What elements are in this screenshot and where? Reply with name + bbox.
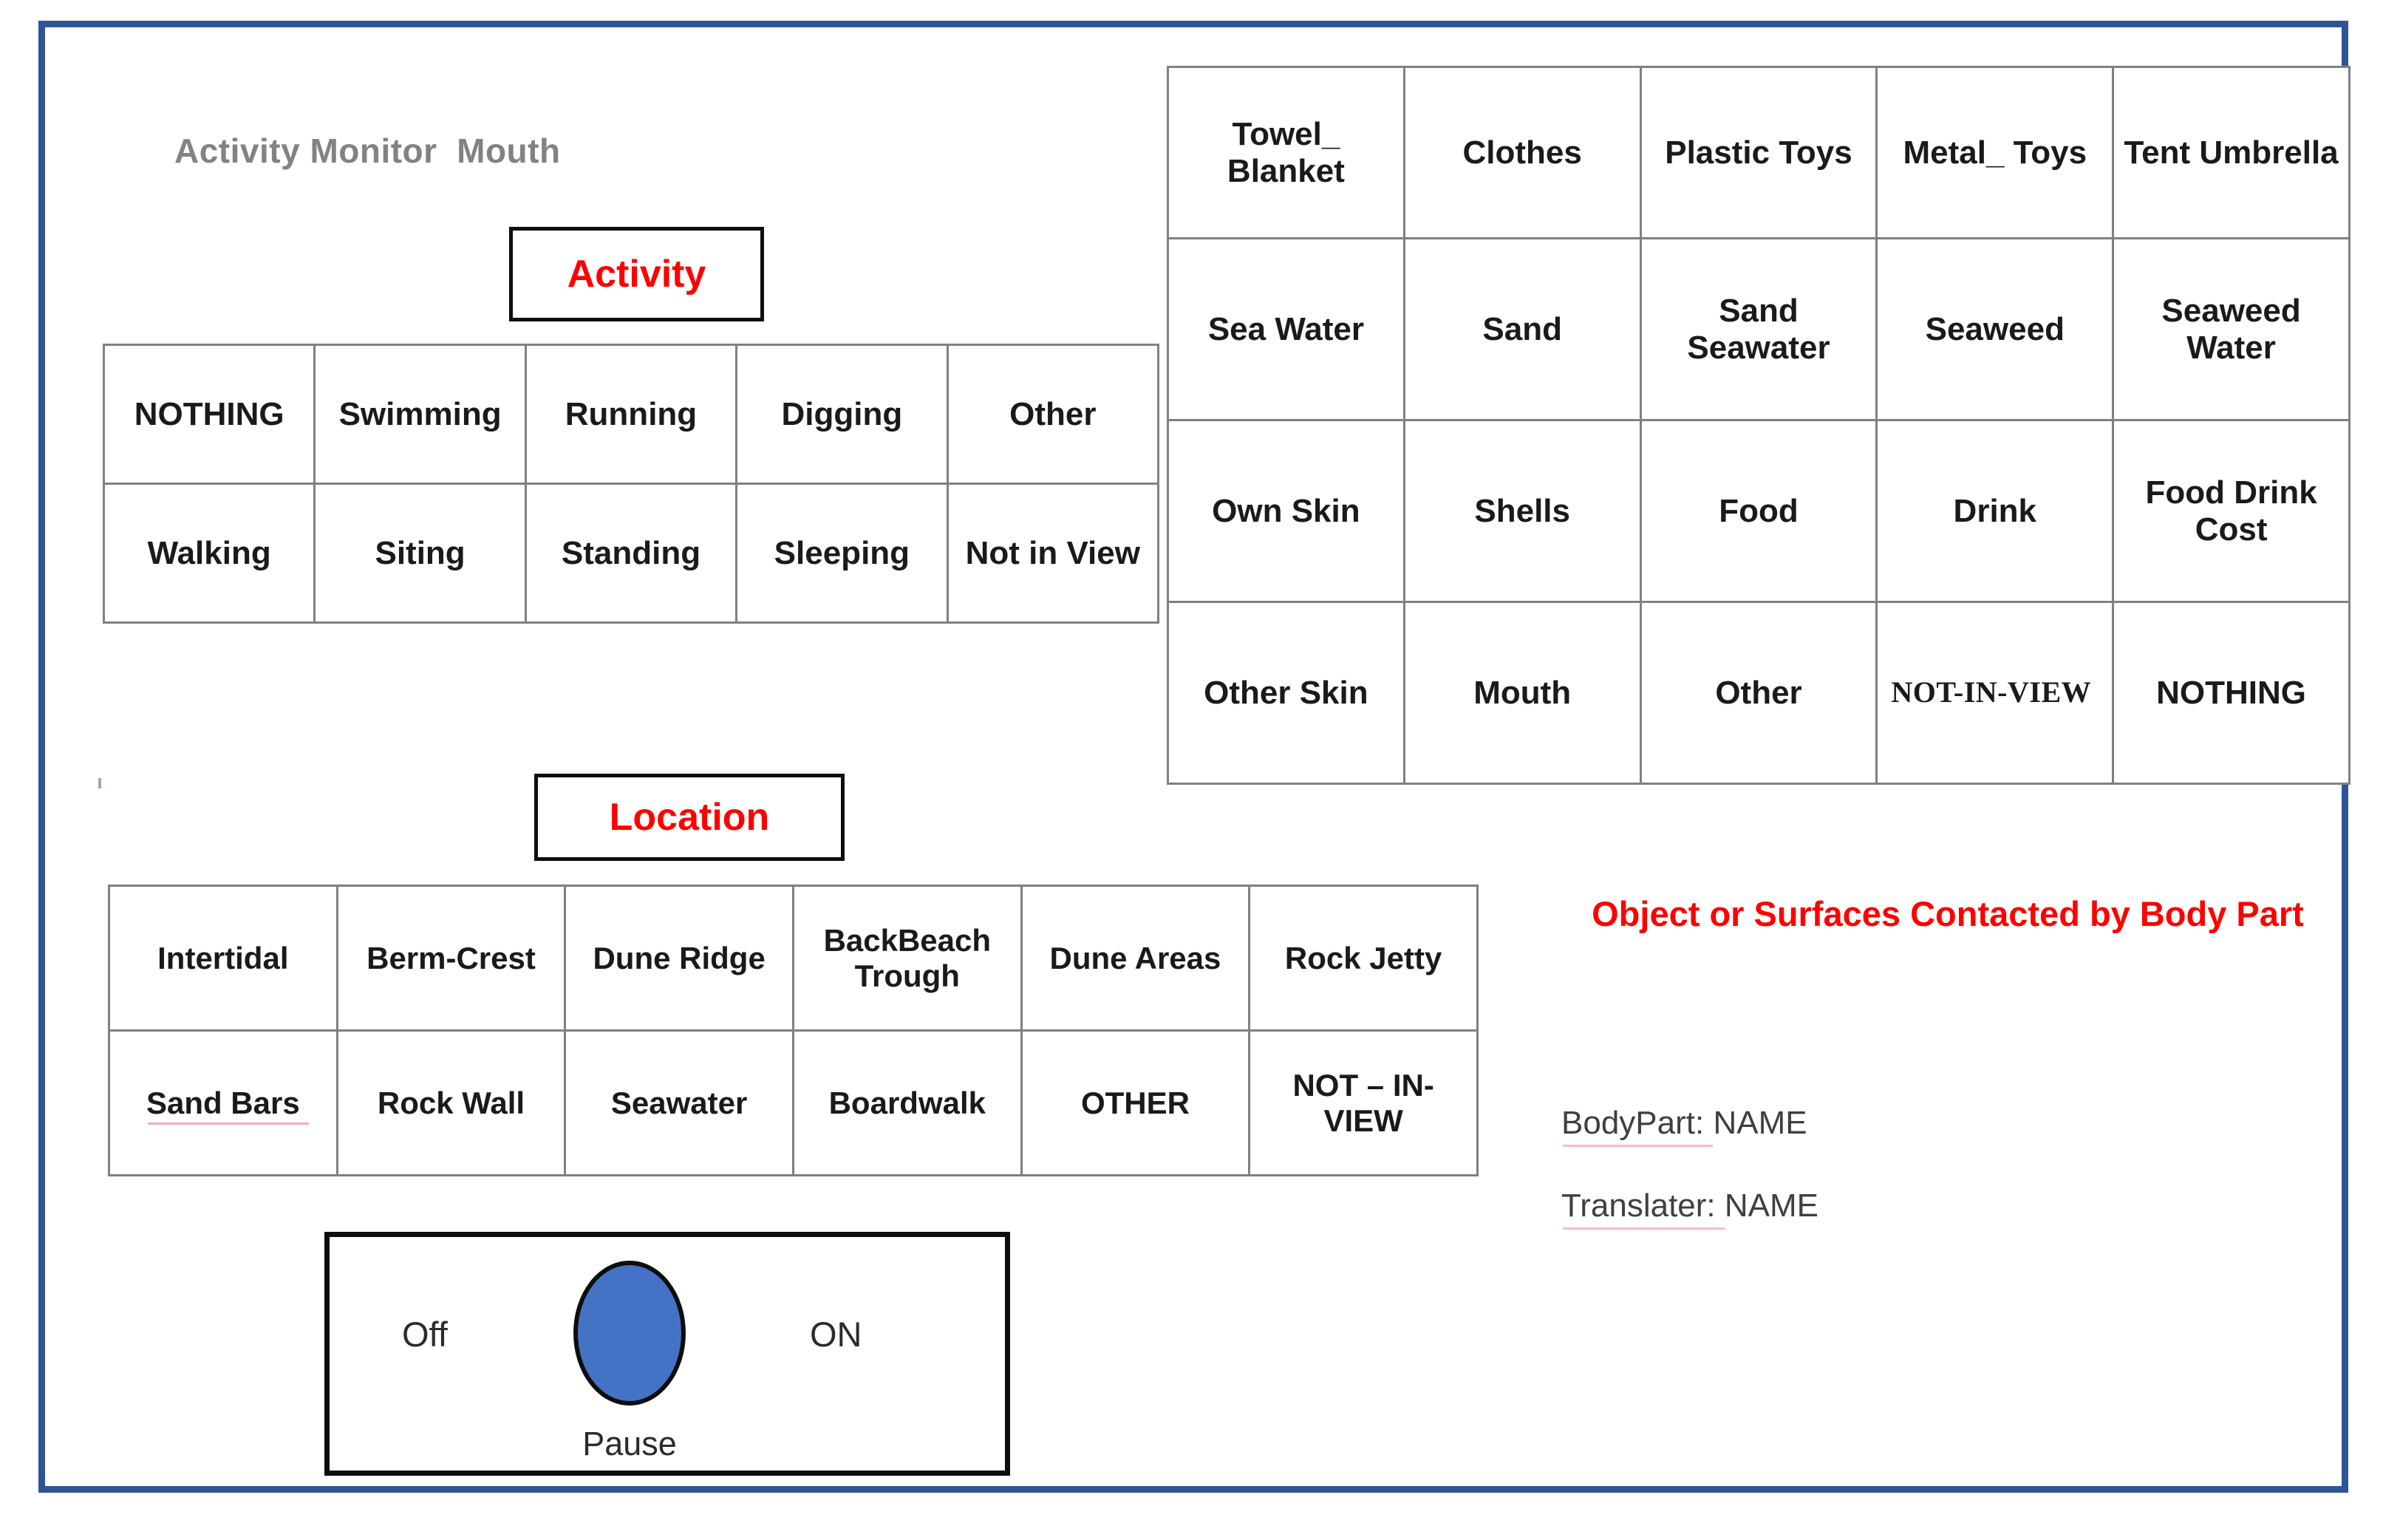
activity-cell-standing[interactable]: Standing <box>524 483 738 624</box>
object-cell-metal-toys[interactable]: Metal_ Toys <box>1875 66 2115 239</box>
activity-options-grid: NOTHING Swimming Running Digging Other W… <box>102 344 1160 624</box>
object-grid-caption: Object or Surfaces Contacted by Body Par… <box>1592 894 2304 933</box>
location-cell-sand-bars-label: Sand Bars <box>146 1085 309 1125</box>
activity-cell-running[interactable]: Running <box>524 344 738 485</box>
activity-cell-siting[interactable]: Siting <box>313 483 527 624</box>
location-cell-boardwalk[interactable]: Boardwalk <box>791 1029 1023 1176</box>
object-cell-other[interactable]: Other <box>1639 601 1878 785</box>
location-cell-berm-crest[interactable]: Berm-Crest <box>335 885 567 1032</box>
margin-tick-mark <box>98 778 101 788</box>
object-cell-nothing[interactable]: NOTHING <box>2112 601 2350 785</box>
bodypart-meta-label: BodyPart: <box>1561 1105 1714 1147</box>
location-cell-rock-wall[interactable]: Rock Wall <box>335 1029 567 1176</box>
activity-cell-other[interactable]: Other <box>946 344 1160 485</box>
section-chip-location[interactable]: Location <box>534 774 845 861</box>
object-cell-sea-water[interactable]: Sea Water <box>1167 237 1405 421</box>
page-title: Activity Monitor Mouth <box>174 132 561 170</box>
object-cell-own-skin[interactable]: Own Skin <box>1167 419 1405 603</box>
bodypart-meta-value: NAME <box>1713 1105 1807 1141</box>
object-cell-towel-blanket[interactable]: Towel_ Blanket <box>1167 66 1405 239</box>
location-cell-other[interactable]: OTHER <box>1020 1029 1251 1176</box>
activity-cell-not-in-view[interactable]: Not in View <box>946 483 1160 624</box>
translater-meta-label: Translater: <box>1561 1188 1725 1230</box>
table-row: Walking Siting Standing Sleeping Not in … <box>102 483 1160 624</box>
activity-cell-digging[interactable]: Digging <box>735 344 949 485</box>
location-cell-not-in-view[interactable]: NOT – IN- VIEW <box>1248 1029 1479 1176</box>
object-cell-plastic-toys[interactable]: Plastic Toys <box>1639 66 1878 239</box>
object-cell-seaweed-water[interactable]: Seaweed Water <box>2112 237 2350 421</box>
table-row: Own Skin Shells Food Drink Food Drink Co… <box>1167 419 2350 603</box>
object-surface-grid: Towel_ Blanket Clothes Plastic Toys Meta… <box>1167 66 2350 785</box>
object-cell-shells[interactable]: Shells <box>1402 419 1642 603</box>
activity-cell-sleeping[interactable]: Sleeping <box>735 483 949 624</box>
pause-toggle-label: Pause <box>582 1425 677 1462</box>
location-options-grid: Intertidal Berm-Crest Dune Ridge BackBea… <box>108 885 1479 1176</box>
location-cell-dune-areas[interactable]: Dune Areas <box>1020 885 1251 1032</box>
section-chip-activity[interactable]: Activity <box>509 227 764 321</box>
location-cell-backbeach-trough[interactable]: BackBeach Trough <box>791 885 1023 1032</box>
object-cell-seaweed[interactable]: Seaweed <box>1875 237 2115 421</box>
activity-cell-walking[interactable]: Walking <box>102 483 316 624</box>
object-cell-mouth[interactable]: Mouth <box>1402 601 1642 785</box>
outer-frame: Activity Monitor Mouth Activity NOTHING … <box>38 21 2350 1493</box>
object-cell-sand-seawater[interactable]: Sand Seawater <box>1639 237 1878 421</box>
table-row: Sea Water Sand Sand Seawater Seaweed Sea… <box>1167 237 2350 421</box>
table-row: Other Skin Mouth Other NOT-IN-VIEW NOTHI… <box>1167 601 2350 785</box>
location-cell-dune-ridge[interactable]: Dune Ridge <box>564 885 794 1032</box>
object-cell-drink[interactable]: Drink <box>1875 419 2115 603</box>
toggle-on-label[interactable]: ON <box>810 1315 862 1354</box>
table-row: Towel_ Blanket Clothes Plastic Toys Meta… <box>1167 66 2350 239</box>
object-cell-food-drink-cost[interactable]: Food Drink Cost <box>2112 419 2350 603</box>
section-chip-activity-label: Activity <box>567 253 706 296</box>
bodypart-meta: BodyPart: NAME <box>1561 1105 1807 1147</box>
object-cell-food[interactable]: Food <box>1639 419 1878 603</box>
object-cell-tent-umbrella[interactable]: Tent Umbrella <box>2112 66 2350 239</box>
activity-cell-nothing[interactable]: NOTHING <box>102 344 316 485</box>
location-cell-rock-jetty[interactable]: Rock Jetty <box>1248 885 1479 1032</box>
object-cell-clothes[interactable]: Clothes <box>1402 66 1642 239</box>
activity-cell-swimming[interactable]: Swimming <box>313 344 527 485</box>
object-cell-sand[interactable]: Sand <box>1402 237 1642 421</box>
translater-meta-value: NAME <box>1724 1188 1819 1224</box>
toggle-off-label[interactable]: Off <box>402 1315 448 1354</box>
section-chip-location-label: Location <box>609 796 770 839</box>
table-row: NOTHING Swimming Running Digging Other <box>102 344 1160 485</box>
table-row: Intertidal Berm-Crest Dune Ridge BackBea… <box>108 885 1479 1032</box>
location-cell-sand-bars[interactable]: Sand Bars <box>108 1029 338 1176</box>
power-toggle-panel: Off ON Pause <box>324 1232 1010 1476</box>
object-cell-other-skin[interactable]: Other Skin <box>1167 601 1405 785</box>
table-row: Sand Bars Rock Wall Seawater Boardwalk O… <box>108 1029 1479 1176</box>
location-cell-intertidal[interactable]: Intertidal <box>108 885 338 1032</box>
pause-toggle-knob[interactable] <box>573 1261 686 1406</box>
location-cell-seawater[interactable]: Seawater <box>564 1029 794 1176</box>
object-cell-not-in-view[interactable]: NOT-IN-VIEW <box>1875 601 2115 785</box>
translater-meta: Translater: NAME <box>1561 1188 1819 1230</box>
